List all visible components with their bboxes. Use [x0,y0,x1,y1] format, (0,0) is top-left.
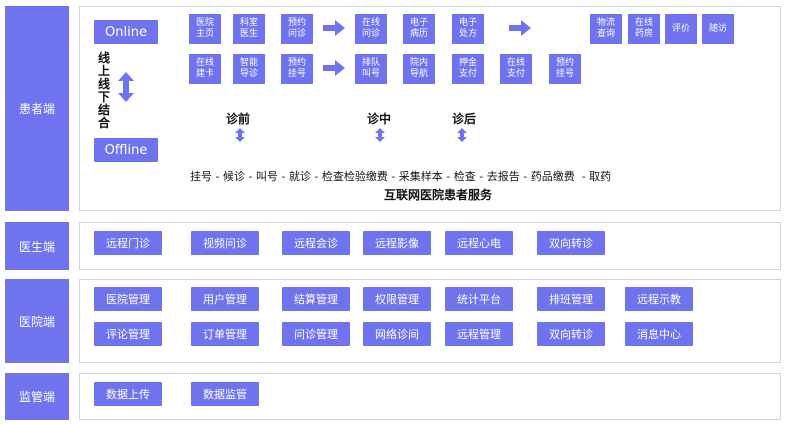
offline-button[interactable]: Offline [94,138,158,162]
hospital-item[interactable]: 统计平台 [445,287,513,311]
tile-follow-up[interactable]: 随访 [702,14,734,44]
doctor-item[interactable]: 远程心电 [445,231,513,255]
doctor-item[interactable]: 远程会诊 [282,231,350,255]
up-down-arrow-icon [118,72,134,102]
tile-online-consult[interactable]: 在线 问诊 [355,14,387,44]
doctor-item[interactable]: 远程影像 [363,231,431,255]
tile-appointment-consult[interactable]: 预约 问诊 [281,14,313,44]
row-label-doctor: 医生端 [5,222,69,270]
combine-char: 合 [97,116,110,130]
up-down-arrow-icon [375,128,385,142]
tile-e-record[interactable]: 电子 病历 [403,14,435,44]
combine-char: 线 [97,77,110,91]
tile-review[interactable]: 评价 [665,14,697,44]
hospital-item[interactable]: 评论管理 [94,322,162,346]
patient-service-title: 互联网医院患者服务 [384,188,493,202]
combine-char: 上 [97,64,110,78]
phase-before: 诊前 [226,112,251,126]
tile-hospital-home[interactable]: 医院 主页 [189,14,221,44]
doctor-item[interactable]: 远程门诊 [94,231,162,255]
supervision-item[interactable]: 数据监管 [191,382,259,406]
hospital-item[interactable]: 结算管理 [282,287,350,311]
tile-online-pay[interactable]: 在线 支付 [500,54,532,84]
up-down-arrow-icon [235,128,245,142]
hospital-item[interactable]: 远程管理 [445,322,513,346]
hospital-item[interactable]: 排班管理 [537,287,605,311]
hospital-item[interactable]: 网络诊间 [363,322,431,346]
row-label-hospital: 医院端 [5,279,69,363]
tile-deposit-pay[interactable]: 押金 支付 [452,54,484,84]
tile-department-doctor[interactable]: 科室 医生 [233,14,265,44]
combine-char: 下 [97,90,110,104]
right-arrow-icon [323,60,345,76]
hospital-item[interactable]: 问诊管理 [282,322,350,346]
hospital-item[interactable]: 订单管理 [191,322,259,346]
supervision-panel [79,373,781,420]
tile-e-prescription[interactable]: 电子 处方 [452,14,484,44]
tile-appointment-register-2[interactable]: 预约 挂号 [549,54,581,84]
combine-char: 线 [97,51,110,65]
tile-create-card[interactable]: 在线 建卡 [189,54,221,84]
visit-flow-text: 挂号 - 候诊 - 叫号 - 就诊 - 检查检验缴费 - 采集样本 - 检查 -… [190,170,612,183]
hospital-item[interactable]: 权限管理 [363,287,431,311]
phase-during: 诊中 [367,112,392,126]
supervision-item[interactable]: 数据上传 [94,382,162,406]
row-label-patient: 患者端 [5,6,69,211]
right-arrow-icon [509,20,531,36]
row-label-supervision: 监管端 [5,373,69,420]
phase-after: 诊后 [452,112,477,126]
hospital-item[interactable]: 远程示教 [625,287,693,311]
doctor-item[interactable]: 双向转诊 [537,231,605,255]
hospital-item[interactable]: 用户管理 [191,287,259,311]
online-button[interactable]: Online [94,20,158,44]
hospital-item[interactable]: 双向转诊 [537,322,605,346]
tile-smart-guide[interactable]: 智能 导诊 [233,54,265,84]
tile-indoor-nav[interactable]: 院内 导航 [403,54,435,84]
tile-appointment-register[interactable]: 预约 挂号 [281,54,313,84]
right-arrow-icon [323,20,345,36]
combine-char: 结 [97,103,110,117]
tile-online-pharmacy[interactable]: 在线 药房 [628,14,660,44]
tile-queue-call[interactable]: 排队 叫号 [355,54,387,84]
doctor-item[interactable]: 视频问诊 [191,231,259,255]
online-offline-combined-label: 线 上 线 下 结 合 [96,52,112,130]
hospital-item[interactable]: 医院管理 [94,287,162,311]
hospital-item[interactable]: 消息中心 [625,322,693,346]
tile-logistics[interactable]: 物流 查询 [590,14,622,44]
up-down-arrow-icon [457,128,467,142]
